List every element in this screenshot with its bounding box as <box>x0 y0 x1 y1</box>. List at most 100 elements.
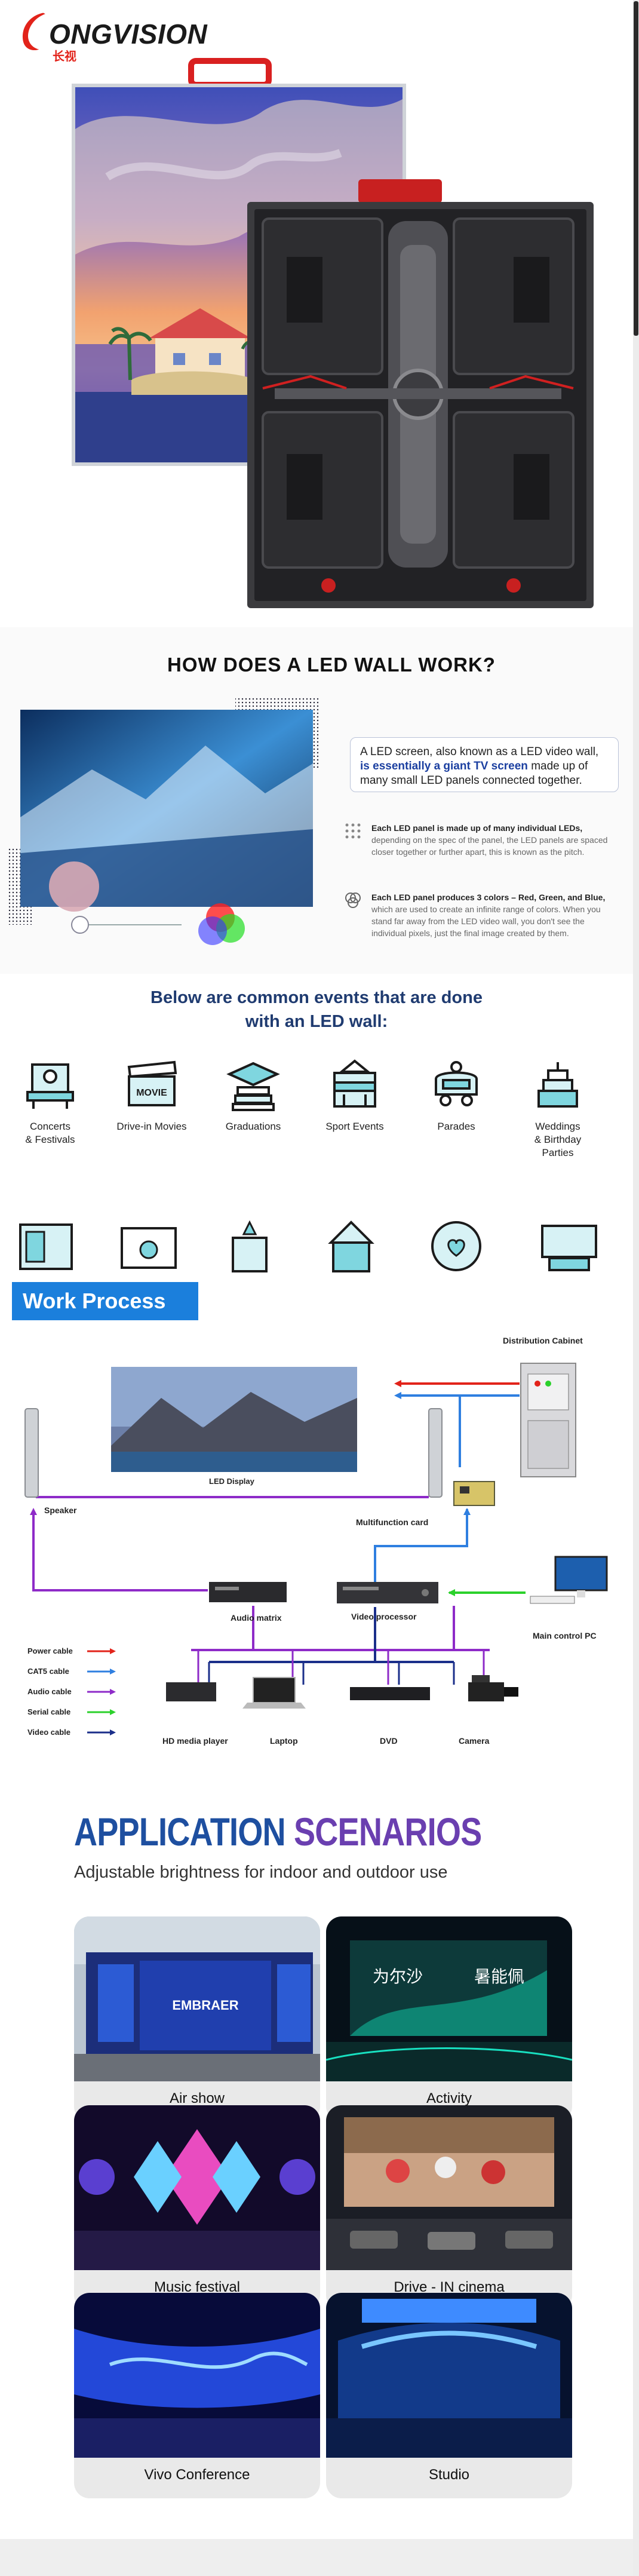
application-title-a: APPLICATION <box>74 1810 286 1854</box>
main-pc-image <box>530 1556 608 1604</box>
led-display-image <box>111 1367 357 1472</box>
event-label: Weddings & Birthday Parties <box>534 1121 582 1158</box>
camera-image <box>468 1675 518 1701</box>
event-label: Graduations <box>225 1121 281 1132</box>
legend-serial: Serial cable <box>27 1707 116 1716</box>
events-title: Below are common events that are done wi… <box>0 986 633 1034</box>
scrollbar-thumb[interactable] <box>634 1 638 336</box>
stadium-icon <box>333 1059 376 1108</box>
audio-matrix-label: Audio matrix <box>231 1613 282 1623</box>
scenario-card-drive-in-cinema[interactable]: Drive - IN cinema <box>326 2105 572 2311</box>
video-processor-image <box>337 1582 438 1603</box>
bullet-2-bold: Each LED panel produces 3 colors – Red, … <box>371 893 606 902</box>
application-title-b: SCENARIOS <box>294 1810 482 1854</box>
camera-label: Camera <box>459 1736 490 1746</box>
scenario-card-music-festival[interactable]: Music festival <box>74 2105 320 2311</box>
legend-cat5: CAT5 cable <box>27 1667 116 1676</box>
church-icon <box>328 1220 374 1272</box>
event-label: Sport Events <box>325 1121 384 1132</box>
hd-player-label: HD media player <box>162 1736 228 1746</box>
speaker-right-image <box>428 1408 443 1498</box>
event-label: Parades <box>437 1121 475 1132</box>
drive-in-cinema-image <box>326 2105 572 2270</box>
multifunction-card-label: Multifunction card <box>356 1517 429 1527</box>
studio-image <box>326 2293 572 2458</box>
event-graduations: Graduations <box>211 1059 295 1133</box>
activity-image: 为尔沙 暑能佩 <box>326 1916 572 2081</box>
laptop-label: Laptop <box>270 1736 298 1746</box>
main-pc-label: Main control PC <box>533 1631 597 1640</box>
speaker-label: Speaker <box>44 1505 77 1515</box>
led-wall-illustration <box>8 698 319 945</box>
intro-plain: A LED screen, also known as a LED video … <box>360 746 599 758</box>
legend-arrow-icon <box>87 1688 116 1695</box>
scenario-caption: Studio <box>428 2467 470 2483</box>
work-process-tab[interactable]: Work Process <box>12 1282 198 1320</box>
presentation-icon <box>541 1225 597 1271</box>
music-festival-image <box>74 2105 320 2270</box>
bullet-2-text: which are used to create an infinite ran… <box>371 904 601 938</box>
vivo-conference-image <box>74 2293 320 2458</box>
svg-text:MOVIE: MOVIE <box>136 1088 167 1098</box>
scenario-card-air-show[interactable]: EMBRAER Air show <box>74 1916 320 2122</box>
scenario-caption: Air show <box>169 2090 225 2106</box>
video-player-icon <box>121 1227 177 1269</box>
scenario-caption: Music festival <box>153 2279 241 2295</box>
legend-arrow-icon <box>87 1709 116 1715</box>
page-scrollbar[interactable] <box>633 0 639 2576</box>
event-concerts: Concerts & Festivals <box>8 1059 92 1146</box>
scenario-card-vivo-conference[interactable]: Vivo Conference <box>74 2293 320 2498</box>
intro-highlight: is essentially a giant TV screen <box>360 760 528 772</box>
rgb-circles-icon <box>345 893 361 908</box>
scenario-caption: Activity <box>426 2090 472 2106</box>
logo-subtitle: 长视 <box>53 50 76 63</box>
multifunction-card-image <box>453 1481 495 1506</box>
how-led-wall-works-section: HOW DOES A LED WALL WORK? A LED screen, … <box>0 627 633 974</box>
audio-matrix-image <box>209 1582 287 1602</box>
application-subtitle: Adjustable brightness for indoor and out… <box>74 1863 448 1882</box>
heart-icon <box>431 1221 481 1271</box>
legend-arrow-icon <box>87 1729 116 1735</box>
legend-arrow-icon <box>87 1648 116 1654</box>
dot-grid-icon <box>345 823 361 839</box>
video-processor-label: Video processor <box>351 1612 417 1621</box>
dvd-label: DVD <box>380 1736 398 1746</box>
air-show-screen-text: EMBRAER <box>172 1998 238 2013</box>
bullet-1-text: depending on the spec of the panel, the … <box>371 835 608 857</box>
brand-logo[interactable]: ONGVISION <box>18 11 207 53</box>
intro-rest: made up of many small LED panels connect… <box>360 760 588 787</box>
hd-media-player-image <box>166 1682 216 1701</box>
led-intro-box: A LED screen, also known as a LED video … <box>350 737 619 792</box>
hero-section: ONGVISION 长视 <box>0 0 639 621</box>
legend-audio: Audio cable <box>27 1687 116 1696</box>
distribution-cabinet-label: Distribution Cabinet <box>503 1336 583 1345</box>
parade-float-icon <box>435 1061 478 1106</box>
distribution-cabinet-image <box>520 1363 576 1477</box>
scenario-caption: Drive - IN cinema <box>394 2279 505 2295</box>
scenario-card-activity[interactable]: 为尔沙 暑能佩 Activity <box>326 1916 572 2122</box>
event-drive-in: MOVIE Drive-in Movies <box>110 1059 193 1133</box>
laptop-image <box>242 1677 306 1709</box>
events-title-line2: with an LED wall: <box>245 1012 388 1031</box>
events-title-line1: Below are common events that are done <box>150 988 483 1007</box>
legend-power: Power cable <box>27 1646 116 1655</box>
event-weddings: Weddings & Birthday Parties <box>516 1059 600 1160</box>
events-row2-icons <box>19 1220 597 1272</box>
podium-icon <box>232 1220 268 1272</box>
event-label: Concerts & Festivals <box>25 1121 75 1145</box>
application-title: APPLICATION SCENARIOS <box>74 1809 482 1854</box>
billboard-icon <box>19 1223 73 1270</box>
dvd-image <box>350 1687 430 1700</box>
connection-lines <box>24 1363 608 1709</box>
graduation-cap-icon <box>226 1062 280 1111</box>
page-footer-band <box>0 2539 639 2576</box>
air-show-image: EMBRAER <box>74 1916 320 2081</box>
bullet-pixel-pitch: Each LED panel is made up of many indivi… <box>344 822 619 858</box>
scenario-card-studio[interactable]: Studio <box>326 2293 572 2498</box>
concert-stage-icon <box>26 1063 74 1109</box>
speaker-left-image <box>24 1408 39 1498</box>
scenario-caption: Vivo Conference <box>144 2467 250 2483</box>
led-panel-back-image <box>247 179 594 608</box>
legend-arrow-icon <box>87 1668 116 1675</box>
event-label: Drive-in Movies <box>116 1121 187 1132</box>
